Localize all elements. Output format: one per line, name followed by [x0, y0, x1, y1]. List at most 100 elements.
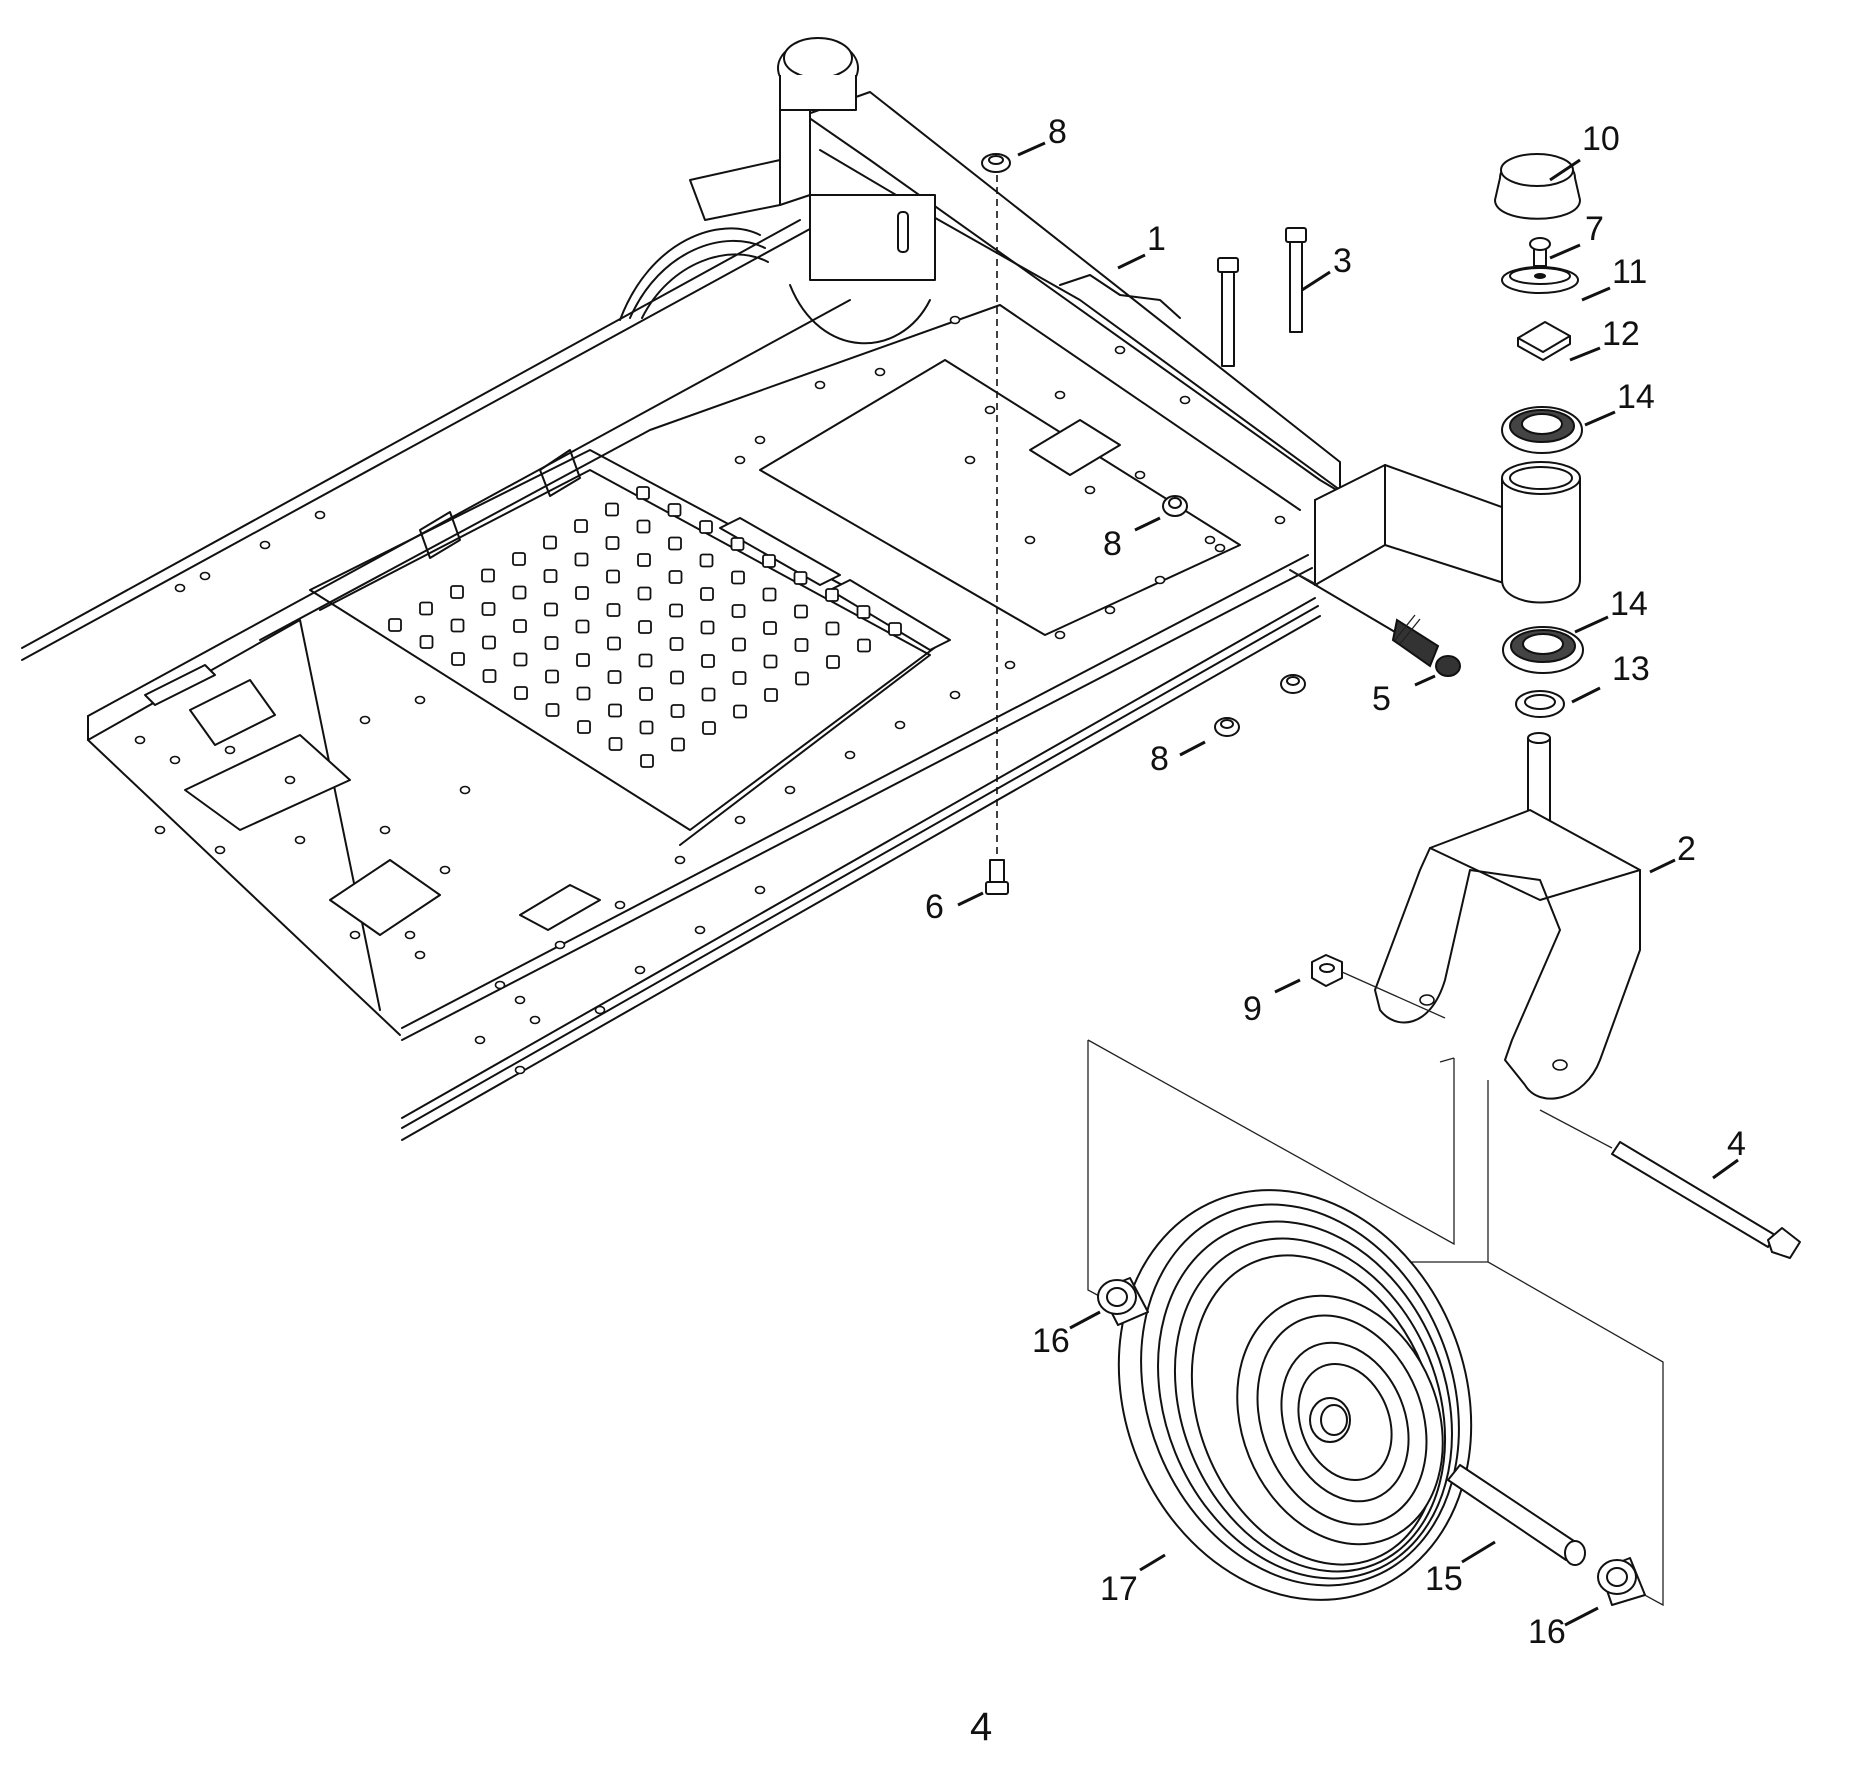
frame-hole — [949, 690, 961, 700]
bearing-14-top — [1501, 406, 1583, 454]
vent-square — [668, 570, 683, 584]
callout-leaders — [957, 141, 1739, 1627]
vent-square — [636, 486, 650, 500]
frame-hole — [674, 855, 686, 865]
vent-square — [575, 586, 589, 600]
vent-square — [794, 638, 809, 652]
frame-hole — [379, 825, 391, 835]
vent-square — [732, 671, 747, 685]
callout-8-mid: 8 — [1103, 525, 1122, 563]
bolt-3b — [1285, 227, 1307, 333]
frame-hole — [1114, 345, 1126, 355]
vent-square — [733, 704, 747, 719]
frame-hole — [259, 540, 271, 550]
vent-square — [513, 619, 527, 633]
vent-square — [637, 586, 652, 601]
vent-square — [794, 604, 808, 619]
vent-square — [606, 569, 620, 584]
vent-square — [607, 670, 622, 684]
page-number: 4 — [970, 1705, 992, 1749]
vent-square — [763, 621, 777, 635]
vent-square — [482, 669, 497, 683]
callout-14-top: 14 — [1617, 378, 1655, 416]
frame-hole — [594, 1005, 606, 1015]
frame-hole — [1054, 390, 1066, 400]
nut-8-top — [981, 153, 1011, 173]
callout-14-bottom: 14 — [1610, 585, 1648, 623]
spacer-16-right — [1597, 1557, 1646, 1606]
vent-square — [731, 604, 746, 618]
vent-square — [576, 653, 590, 667]
vent-square — [545, 703, 560, 717]
frame-hole — [1204, 535, 1216, 545]
frame-hole — [439, 865, 451, 875]
spacer-16-left — [1097, 1277, 1149, 1326]
callout-12: 12 — [1602, 315, 1640, 353]
vent-square — [762, 587, 777, 602]
callout-5: 5 — [1372, 680, 1391, 718]
vent-square — [512, 585, 527, 600]
vent-square — [481, 602, 496, 616]
vent-square — [795, 671, 809, 686]
frame-hole — [844, 750, 856, 760]
vent-square — [482, 635, 496, 650]
frame-hole — [414, 695, 426, 705]
vent-square — [700, 620, 715, 635]
frame-hole — [1274, 515, 1286, 525]
vent-square — [638, 620, 652, 634]
vent-square — [419, 601, 433, 616]
bolt-5 — [1289, 569, 1461, 677]
vent-square — [544, 636, 559, 650]
frame-hole — [459, 785, 471, 795]
frame-hole — [404, 930, 416, 940]
spacer-12 — [1517, 321, 1571, 361]
callout-11: 11 — [1612, 253, 1647, 291]
callout-16-left: 16 — [1032, 1322, 1070, 1360]
frame-hole — [694, 925, 706, 935]
frame-hole — [1134, 470, 1146, 480]
frame-hole — [614, 900, 626, 910]
callout-17: 17 — [1100, 1570, 1138, 1608]
vent-square — [669, 603, 683, 618]
vent-square — [671, 737, 685, 752]
vent-square — [481, 568, 495, 583]
frame-hole — [1154, 575, 1166, 585]
vent-square — [699, 553, 714, 568]
vent-square — [667, 503, 682, 517]
callout-3: 3 — [1333, 242, 1352, 280]
vent-square — [699, 520, 713, 534]
frame-hole — [1214, 543, 1226, 553]
frame-hole — [964, 455, 976, 465]
nut-8-lower-b — [1280, 674, 1306, 694]
frame-hole — [734, 815, 746, 825]
frame-hole — [1054, 630, 1066, 640]
nut-8-mid — [1162, 495, 1188, 517]
vent-square — [731, 570, 745, 585]
vent-square — [543, 535, 557, 550]
vent-square — [575, 619, 590, 634]
vent-square — [638, 653, 653, 668]
frame-hole — [474, 1035, 486, 1045]
vent-square — [702, 721, 716, 735]
frame-hole — [169, 755, 181, 765]
callout-6: 6 — [925, 888, 944, 926]
vent-square — [514, 686, 528, 700]
frame-hole — [734, 455, 746, 465]
vent-square — [826, 655, 840, 669]
vent-square — [636, 519, 651, 534]
vent-square — [856, 605, 871, 619]
frame-hole — [514, 995, 526, 1005]
frame-hole — [1024, 535, 1036, 545]
frame-hole — [214, 845, 226, 855]
vent-square — [669, 637, 684, 651]
vent-square — [670, 670, 684, 685]
vent-square — [450, 618, 465, 633]
frame-hole — [949, 315, 961, 325]
callout-16-right: 16 — [1528, 1613, 1566, 1651]
vent-square — [545, 669, 559, 684]
frame-hole — [784, 785, 796, 795]
axle-15 — [1447, 1464, 1586, 1566]
callout-7: 7 — [1585, 210, 1604, 248]
washer-11 — [1501, 266, 1579, 294]
